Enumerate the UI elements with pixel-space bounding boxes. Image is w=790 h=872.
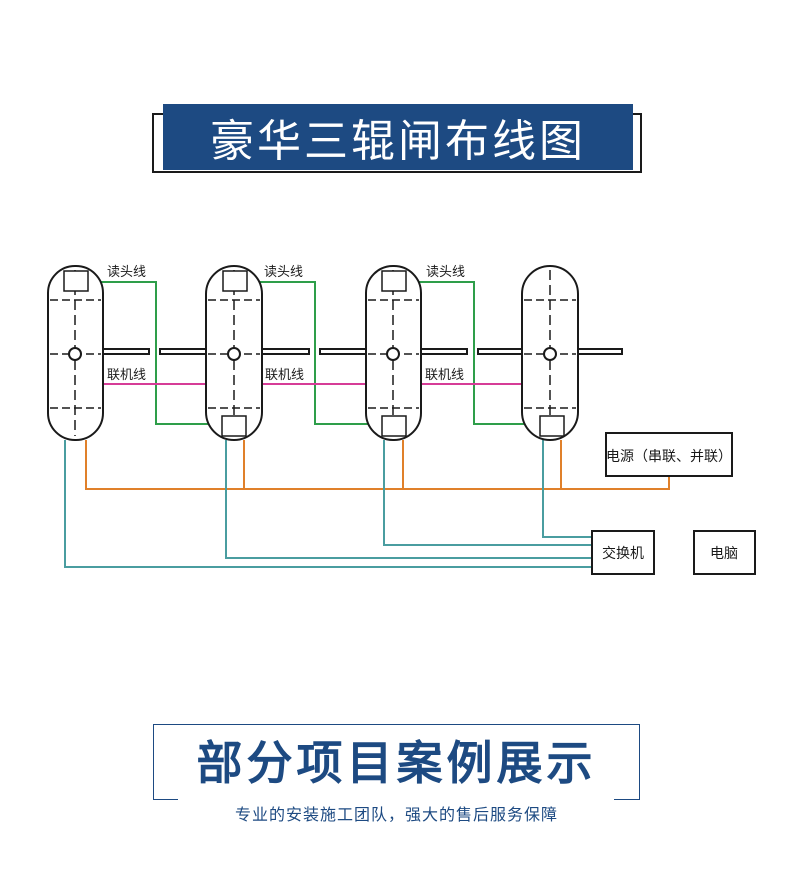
network-line-3 bbox=[383, 440, 592, 546]
reader-line-label-2: 读头线 bbox=[264, 265, 303, 280]
computer-box-label: 电脑 bbox=[710, 546, 738, 562]
reader-lines bbox=[88, 281, 540, 425]
arm-6 bbox=[477, 348, 524, 355]
power-box-label: 电源（串联、并联） bbox=[606, 449, 732, 465]
power-lines bbox=[85, 440, 670, 490]
reader-line-1 bbox=[88, 281, 222, 425]
reader-box-3-top bbox=[381, 270, 407, 292]
network-line-2 bbox=[225, 440, 592, 559]
power-box: 电源（串联、并联） bbox=[605, 432, 733, 477]
rotor-1 bbox=[68, 347, 82, 361]
reader-box-1 bbox=[63, 270, 89, 292]
link-line-label-3: 联机线 bbox=[425, 368, 464, 383]
network-line-1 bbox=[64, 440, 592, 568]
arm-2 bbox=[159, 348, 208, 355]
reader-box-4 bbox=[539, 415, 565, 437]
rotor-3 bbox=[386, 347, 400, 361]
power-line-main bbox=[85, 440, 670, 490]
reader-box-2-top bbox=[222, 270, 248, 292]
section-frame-gap bbox=[178, 792, 614, 808]
switch-box-label: 交换机 bbox=[602, 545, 644, 562]
section-title: 部分项目案例展示 bbox=[196, 736, 597, 790]
link-line-label-1: 联机线 bbox=[107, 368, 146, 383]
section-subtitle: 专业的安装施工团队，强大的售后服务保障 bbox=[234, 805, 558, 824]
reader-line-2 bbox=[247, 281, 382, 425]
gate-3 bbox=[365, 265, 422, 441]
gate-2 bbox=[205, 265, 263, 441]
arm-3 bbox=[261, 348, 310, 355]
network-line-4 bbox=[542, 440, 592, 538]
reader-line-3 bbox=[406, 281, 540, 425]
switch-box: 交换机 bbox=[591, 530, 655, 575]
link-line-label-2: 联机线 bbox=[265, 368, 304, 383]
network-lines bbox=[64, 440, 592, 568]
reader-box-2-bottom bbox=[221, 415, 247, 437]
reader-line-label-1: 读头线 bbox=[107, 265, 146, 280]
arm-5 bbox=[419, 348, 468, 355]
reader-box-3-bottom bbox=[381, 415, 407, 437]
rotor-2 bbox=[227, 347, 241, 361]
arm-1 bbox=[100, 348, 150, 355]
page-title: 豪华三辊闸布线图 bbox=[163, 104, 633, 170]
arm-7 bbox=[577, 348, 623, 355]
wiring-diagram: 读头线 读头线 读头线 联机线 联机线 联机线 电源（串联、并联） 交换机 电脑 bbox=[47, 265, 756, 575]
arm-4 bbox=[319, 348, 368, 355]
computer-box: 电脑 bbox=[693, 530, 756, 575]
gate-4 bbox=[521, 265, 579, 441]
reader-line-label-3: 读头线 bbox=[426, 265, 465, 280]
rotor-4 bbox=[543, 347, 557, 361]
gate-1 bbox=[47, 265, 104, 441]
